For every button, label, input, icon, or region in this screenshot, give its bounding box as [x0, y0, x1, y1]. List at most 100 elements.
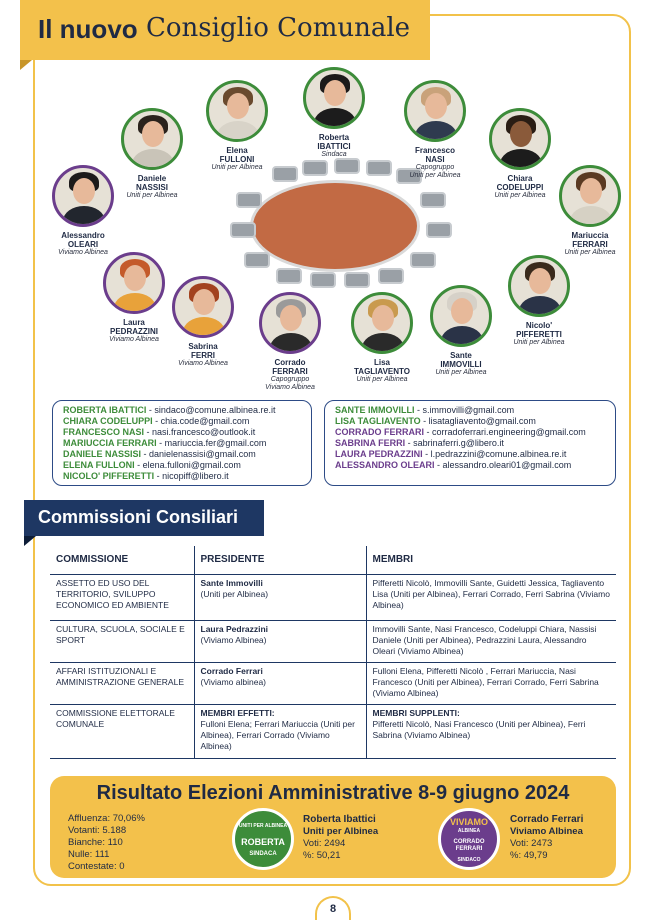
member-card: Corrado FERRARI Capogruppo Viviamo Albin… [235, 292, 345, 392]
contact-row: ELENA FULLONI - elena.fulloni@gmail.com [63, 460, 241, 470]
member-photo [121, 108, 183, 170]
member-first-name: Roberta [318, 133, 350, 142]
turnout-stats: Affluenza: 70,06% Votanti: 5.188 Bianche… [68, 813, 145, 872]
chair [310, 272, 336, 288]
page-number: 8 [315, 896, 351, 920]
contact-row: LAURA PEDRAZZINI - l.pedrazzini@comune.a… [335, 449, 567, 459]
contacts-box-right: SANTE IMMOVILLI - s.immovilli@gmail.com … [324, 400, 616, 486]
member-first-name: Sante [450, 351, 472, 360]
email-link[interactable]: - alessandro.oleari01@gmail.com [434, 460, 572, 470]
email-link[interactable]: - s.immovilli@gmail.com [414, 405, 515, 415]
email-link[interactable]: - nicopiff@libero.it [154, 471, 229, 481]
member-party: Uniti per Albinea [356, 376, 408, 383]
member-last-name: OLEARI [67, 240, 99, 249]
table-row: ASSETTO ED USO DEL TERRITORIO, SVILUPPO … [50, 574, 616, 621]
member-photo [430, 285, 492, 347]
member-last-name: TAGLIAVENTO [354, 367, 410, 376]
member-first-name: Alessandro [61, 231, 105, 240]
member-party: Viviamo Albinea [58, 249, 108, 256]
member-role: Sindaca [321, 151, 347, 158]
member-last-name: IMMOVILLI [440, 360, 482, 369]
member-last-name: PIFFERETTI [516, 330, 562, 339]
email-link[interactable]: - corradoferrari.engineering@gmail.com [424, 427, 586, 437]
chair [420, 192, 446, 208]
member-party: Uniti per Albinea [513, 339, 565, 346]
chair [366, 160, 392, 176]
member-first-name: Elena [226, 146, 248, 155]
member-last-name: FERRARI [272, 367, 308, 376]
email-link[interactable]: - l.pedrazzini@comune.albinea.re.it [422, 449, 567, 459]
chair [230, 222, 256, 238]
member-photo [303, 67, 365, 129]
member-last-name: CODELUPPI [496, 183, 544, 192]
member-card: Alessandro OLEARI Viviamo Albinea [28, 165, 138, 257]
email-link[interactable]: - danielenassisi@gmail.com [141, 449, 256, 459]
member-photo [172, 276, 234, 338]
member-first-name: Lisa [373, 358, 390, 367]
email-link[interactable]: - mariuccia.fer@gmail.com [156, 438, 267, 448]
party-logo-uniti: UNITI PER ALBINEA ROBERTA SINDACA [232, 808, 294, 870]
section-heading: Commissioni Consiliari [24, 500, 264, 546]
email-link[interactable]: - sabrinaferri.g@libero.it [405, 438, 504, 448]
member-first-name: Chiara [507, 174, 533, 183]
member-card: Sante IMMOVILLI Uniti per Albinea [406, 285, 516, 377]
member-card: Roberta IBATTICI Sindaca [279, 67, 389, 159]
member-card: Mariuccia FERRARI Uniti per Albinea [535, 165, 645, 257]
member-first-name: Mariuccia [571, 231, 609, 240]
member-party: Uniti per Albinea [435, 369, 487, 376]
results-title: Risultato Elezioni Amministrative 8-9 gi… [96, 782, 570, 804]
member-photo [351, 292, 413, 354]
member-photo [489, 108, 551, 170]
member-last-name: FULLONI [219, 155, 255, 164]
chair [272, 166, 298, 182]
member-party: Viviamo Albinea [178, 360, 228, 367]
candidate-2: Corrado Ferrari Viviamo Albinea Voti: 24… [510, 814, 584, 861]
title-script: Consiglio Comunale [146, 13, 411, 43]
member-photo [103, 252, 165, 314]
title-bold: Il nuovo [38, 14, 138, 44]
contact-row: CHIARA CODELUPPI - chia.code@gmail.com [63, 416, 250, 426]
email-link[interactable]: - chia.code@gmail.com [152, 416, 250, 426]
member-party: Viviamo Albinea [109, 336, 159, 343]
chair [244, 252, 270, 268]
member-photo [259, 292, 321, 354]
chair [236, 192, 262, 208]
contact-row: LISA TAGLIAVENTO - lisatagliavento@gmail… [335, 416, 536, 426]
email-link[interactable]: - elena.fulloni@gmail.com [134, 460, 241, 470]
member-photo [52, 165, 114, 227]
chair [410, 252, 436, 268]
chair [344, 272, 370, 288]
member-card: Nicolo' PIFFERETTI Uniti per Albinea [484, 255, 594, 347]
chair [276, 268, 302, 284]
member-card: Laura PEDRAZZINI Viviamo Albinea [79, 252, 189, 344]
member-party: Uniti per Albinea [494, 192, 546, 199]
table-header-row: COMMISSIONE PRESIDENTE MEMBRI [50, 546, 616, 575]
member-party: Viviamo Albinea [265, 384, 315, 391]
member-last-name: NASSISI [135, 183, 168, 192]
email-link[interactable]: - sindaco@comune.albinea.re.it [146, 405, 276, 415]
party-logo-viviamo: VIVIAMO ALBINEA CORRADO FERRARI SINDACO [438, 808, 500, 870]
member-card: Lisa TAGLIAVENTO Uniti per Albinea [327, 292, 437, 384]
email-link[interactable]: - lisatagliavento@gmail.com [420, 416, 536, 426]
member-last-name: NASI [425, 155, 445, 164]
member-last-name: IBATTICI [317, 142, 351, 151]
member-first-name: Sabrina [188, 342, 218, 351]
contact-row: SANTE IMMOVILLI - s.immovilli@gmail.com [335, 405, 515, 415]
member-party: Uniti per Albinea [211, 164, 263, 171]
member-photo [508, 255, 570, 317]
contact-row: MARIUCCIA FERRARI - mariuccia.fer@gmail.… [63, 438, 267, 448]
chair [396, 168, 422, 184]
council-table-illustration [250, 180, 420, 272]
candidate-1: Roberta Ibattici Uniti per Albinea Voti:… [303, 814, 379, 861]
member-role: Capogruppo [415, 164, 455, 171]
chair [426, 222, 452, 238]
member-party: Uniti per Albinea [126, 192, 178, 199]
contacts-box-left: ROBERTA IBATTICI - sindaco@comune.albine… [52, 400, 312, 486]
member-photo [404, 80, 466, 142]
chair [302, 160, 328, 176]
email-link[interactable]: - nasi.francesco@outlook.it [144, 427, 256, 437]
member-first-name: Laura [123, 318, 145, 327]
contact-row: CORRADO FERRARI - corradoferrari.enginee… [335, 427, 586, 437]
member-photo [559, 165, 621, 227]
member-card: Francesco NASI Capogruppo Uniti per Albi… [380, 80, 490, 180]
